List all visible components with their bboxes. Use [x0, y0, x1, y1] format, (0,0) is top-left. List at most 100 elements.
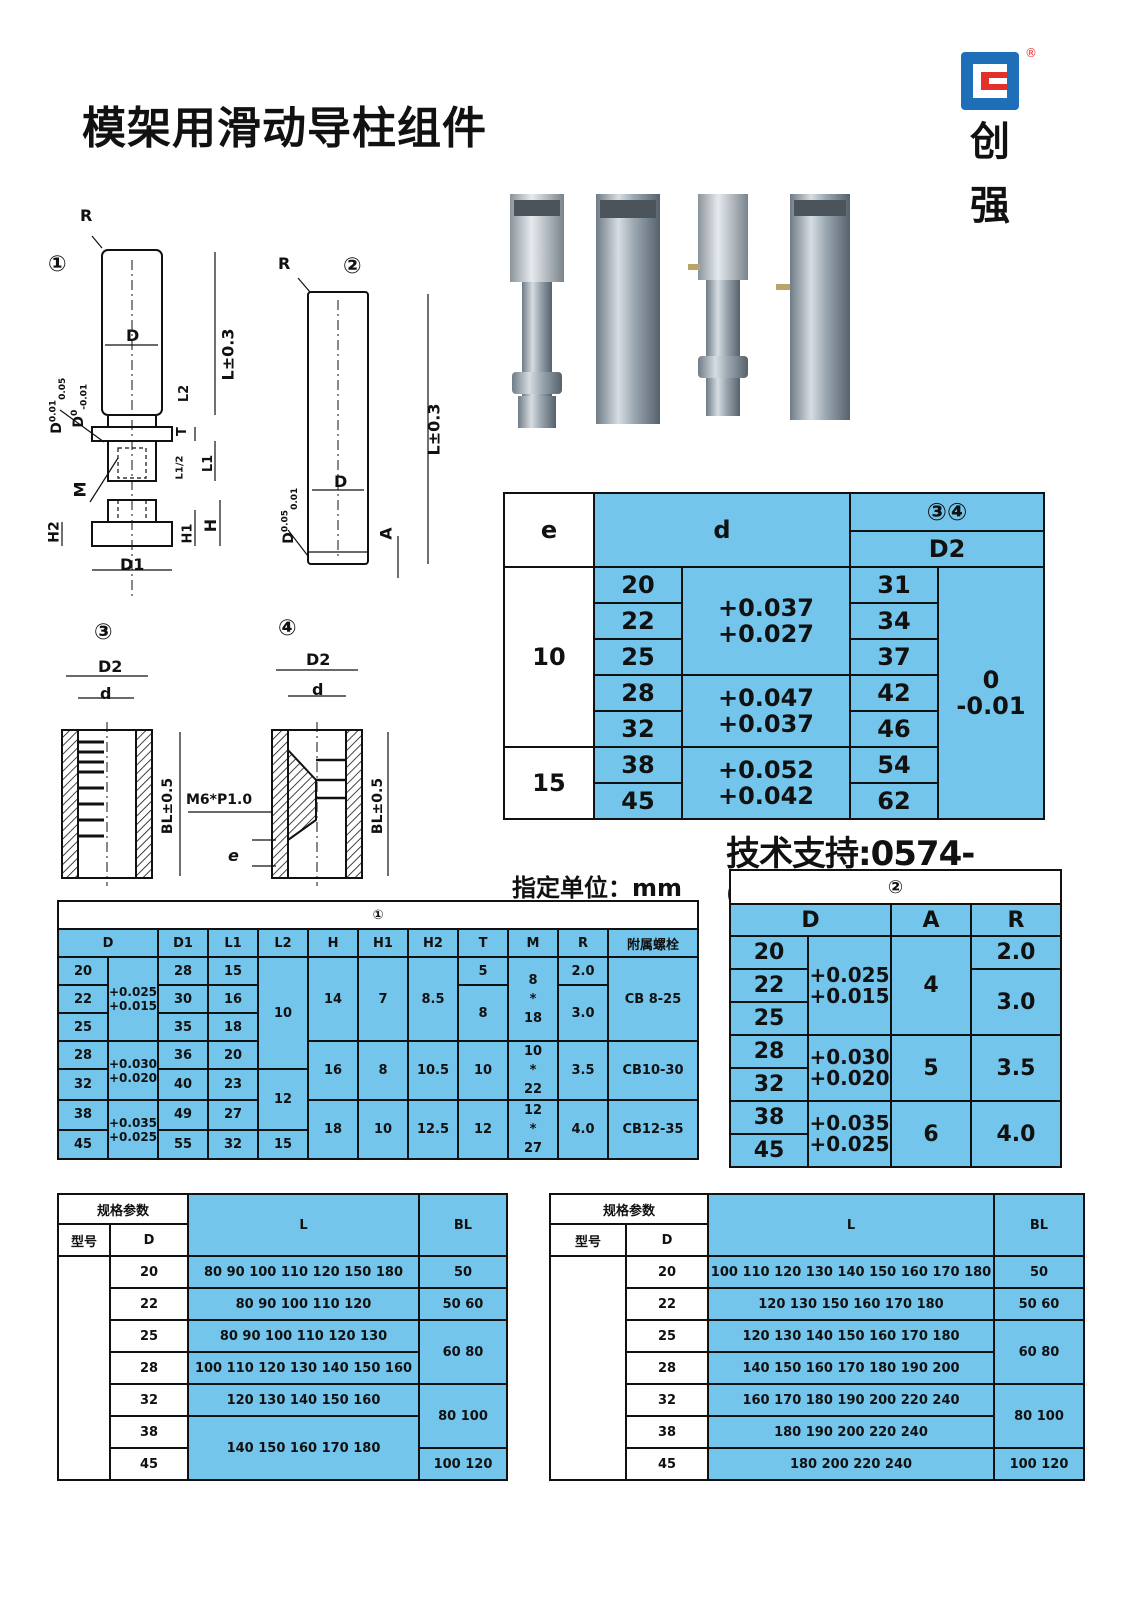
cell-d-tol: +0.052+0.042	[681, 746, 851, 820]
cell-D: 20	[57, 956, 109, 986]
header-spec: 规格参数	[549, 1193, 709, 1225]
cell-D1: 36	[157, 1040, 210, 1070]
cell-H2: 8.5	[407, 956, 460, 1042]
cell-L2: 15	[257, 1128, 310, 1160]
drawing-1-L-label: L±0.3	[218, 328, 238, 381]
cell-d-tol: +0.047+0.037	[681, 674, 851, 748]
cell-D-tol: +0.035+0.025	[807, 1100, 892, 1168]
cell-D: 45	[109, 1447, 189, 1481]
cell-D: 25	[57, 1012, 109, 1042]
cell-D-tol: +0.030+0.020	[807, 1034, 892, 1102]
cell-BL: 50 60	[993, 1287, 1085, 1321]
drawing-3-number: ③	[94, 620, 113, 645]
drawing-2-A-label: A	[376, 527, 396, 540]
cell-D1: 55	[157, 1128, 210, 1160]
cell-M: 8*18	[507, 956, 560, 1042]
cell-d: 25	[593, 638, 683, 676]
drawing-1-R-label: R	[80, 206, 93, 225]
cell-D: 20	[729, 935, 809, 970]
drawing-1-T-label: T	[174, 427, 190, 436]
header-D: D	[56, 928, 160, 958]
cell-H2: 10.5	[407, 1040, 460, 1101]
cell-L: 120 130 140 150 160	[187, 1383, 420, 1417]
header-L1: L1	[207, 928, 260, 958]
drawing-1-M-label: M	[70, 481, 90, 498]
brand: ® 创 强	[945, 46, 1037, 238]
cell-M: 12*27	[507, 1099, 560, 1160]
cell-D: 25	[729, 1001, 809, 1036]
drawing-1-L1-label: L1	[201, 454, 217, 473]
cell-e-15: 15	[503, 746, 595, 820]
cell-D: 38	[109, 1415, 189, 1449]
header-d: d	[593, 492, 851, 568]
cell-D: 32	[109, 1383, 189, 1417]
unit-note: 指定单位：mm	[512, 874, 683, 902]
drawing-2-R-label: R	[278, 254, 291, 273]
cell-D: 38	[625, 1415, 709, 1449]
cell-R: 3.0	[970, 968, 1062, 1036]
cell-d-tol: +0.037+0.027	[681, 566, 851, 676]
cell-A: 6	[890, 1100, 972, 1168]
cell-D2: 37	[849, 638, 939, 676]
drawing-4-number: ④	[278, 616, 297, 641]
cell-L: 140 150 160 170 180 190 200	[707, 1351, 995, 1385]
brand-name-1: 创	[970, 119, 1010, 165]
drawing-4-e-label: e	[228, 846, 239, 865]
header-34: ③④	[849, 492, 1045, 532]
drawing-1-H2-label: H2	[46, 521, 63, 543]
header-L: L	[707, 1193, 995, 1257]
cell-R: 4.0	[970, 1100, 1062, 1168]
cell-T: 12	[457, 1099, 510, 1160]
cell-D1: 30	[157, 984, 210, 1014]
cell-A: 5	[890, 1034, 972, 1102]
cell-d: 22	[593, 602, 683, 640]
header-H2: H2	[407, 928, 460, 958]
drawing-1-D2tol-label: D0-0.01	[70, 383, 90, 428]
header-D: D	[109, 1223, 189, 1257]
cell-D: 22	[109, 1287, 189, 1321]
cell-M: 10*22	[507, 1040, 560, 1101]
cell-D: 45	[625, 1447, 709, 1481]
cell-D: 22	[57, 984, 109, 1014]
drawing-4-d-label: d	[312, 680, 324, 699]
cell-R: 2.0	[970, 935, 1062, 970]
drawing-4-M6-label: M6*P1.0	[186, 792, 253, 808]
header-R: R	[557, 928, 610, 958]
cell-BL: 60 80	[418, 1319, 508, 1385]
cell-type	[549, 1255, 627, 1481]
technical-drawings	[59, 235, 429, 886]
cell-L1: 23	[207, 1068, 260, 1101]
cell-L1: 16	[207, 984, 260, 1014]
cell-H2: 12.5	[407, 1099, 460, 1160]
cell-d: 45	[593, 782, 683, 820]
cell-H: 14	[307, 956, 360, 1042]
header-M: M	[507, 928, 560, 958]
drawing-1	[59, 235, 221, 600]
cell-BL: 80 100	[993, 1383, 1085, 1449]
cell-bolt: CB12-35	[607, 1099, 699, 1160]
cell-D: 45	[729, 1133, 809, 1168]
cell-L: 80 90 100 110 120 130	[187, 1319, 420, 1353]
drawing-1-H1-label: H1	[180, 523, 196, 544]
drawing-1-D-label: D	[126, 326, 140, 345]
drawing-2-L-label: L±0.3	[424, 403, 444, 456]
cell-D-tol: +0.030+0.020	[106, 1040, 160, 1101]
cell-D: 38	[729, 1100, 809, 1135]
cell-D: 28	[57, 1040, 109, 1070]
cell-e-10: 10	[503, 566, 595, 748]
drawing-1-Dtol-label: D0.010.05	[48, 377, 68, 434]
cell-BL: 100 120	[418, 1447, 508, 1481]
brand-name-2: 强	[970, 183, 1010, 229]
cell-D: 22	[625, 1287, 709, 1321]
cell-L: 180 200 220 240	[707, 1447, 995, 1481]
photo-pillar-2	[596, 194, 660, 424]
photo-pillar-1	[510, 194, 564, 428]
header-L: L	[187, 1193, 420, 1257]
header-A: A	[890, 903, 972, 937]
drawing-1-H-label: H	[201, 518, 221, 533]
cell-L1: 20	[207, 1040, 260, 1070]
cell-D: 45	[57, 1128, 109, 1160]
table-1-caption: ①	[57, 900, 699, 930]
drawing-1-D1-label: D1	[120, 555, 145, 574]
header-spec: 规格参数	[57, 1193, 189, 1225]
